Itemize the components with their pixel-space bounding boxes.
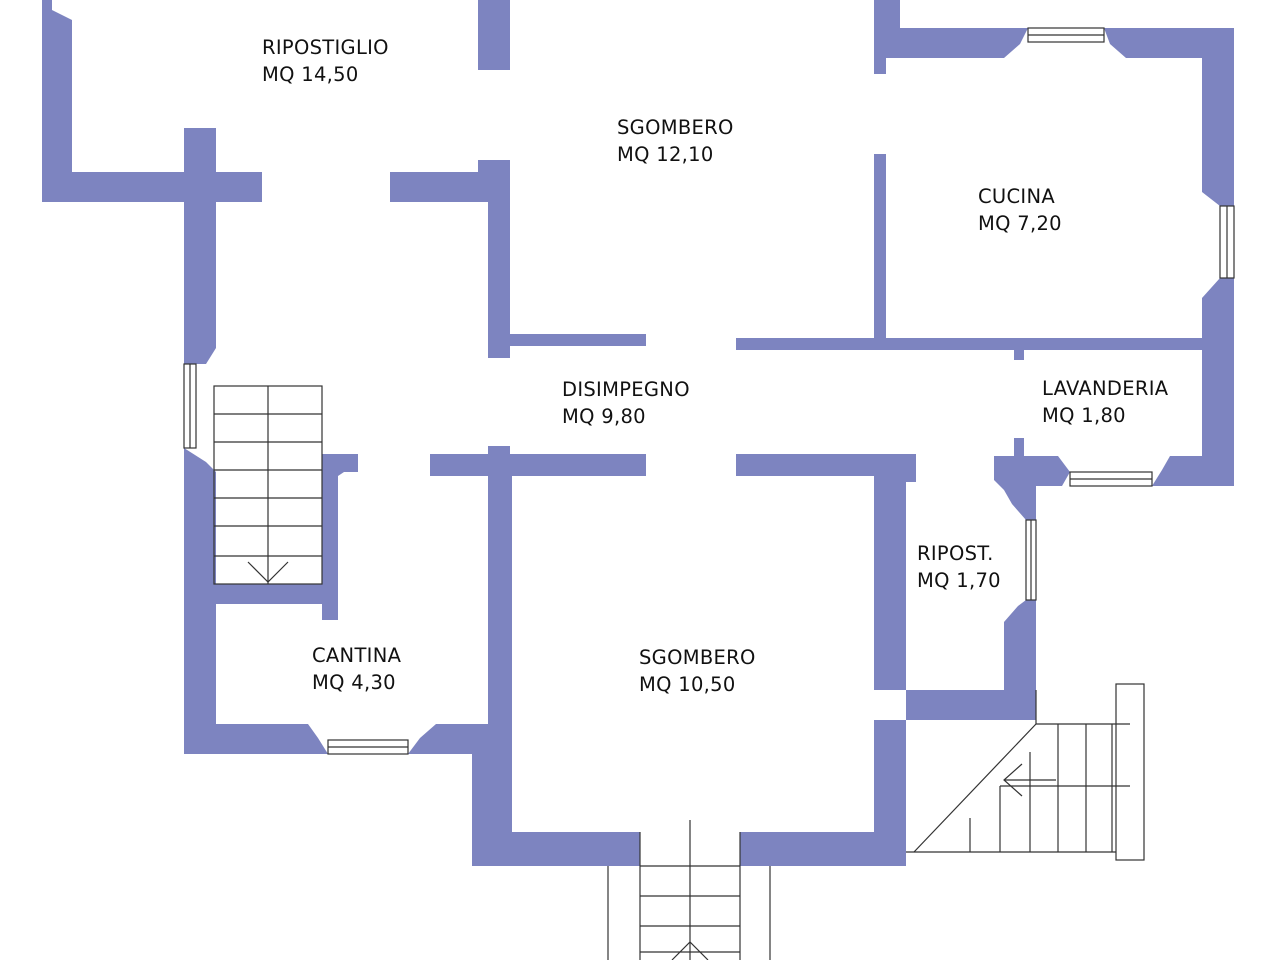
room-area: MQ 9,80 xyxy=(562,405,646,428)
wall xyxy=(1014,346,1024,360)
wall xyxy=(994,438,1070,520)
room-label-lavanderia: LAVANDERIA MQ 1,80 xyxy=(1042,375,1168,429)
room-name: SGOMBERO xyxy=(639,646,756,669)
room-name: RIPOST. xyxy=(917,542,994,565)
room-name: LAVANDERIA xyxy=(1042,377,1169,400)
room-area: MQ 4,30 xyxy=(312,671,396,694)
wall xyxy=(184,448,216,584)
wall xyxy=(906,600,1036,720)
wall xyxy=(874,0,1028,74)
wall xyxy=(736,338,1202,350)
windows xyxy=(183,27,1235,755)
wall xyxy=(184,724,328,754)
stairs-arrow xyxy=(247,561,289,583)
room-name: DISIMPEGNO xyxy=(562,378,690,401)
stairs-right xyxy=(906,683,1145,861)
stairs-arrow xyxy=(671,941,709,960)
wall xyxy=(390,160,646,358)
walls xyxy=(42,0,1234,866)
wall xyxy=(322,454,358,620)
room-label-sgombero-upper: SGOMBERO MQ 12,10 xyxy=(617,114,734,168)
wall xyxy=(216,584,322,604)
room-label-ripost: RIPOST. MQ 1,70 xyxy=(917,540,1001,594)
room-area: MQ 14,50 xyxy=(262,63,359,86)
room-area: MQ 10,50 xyxy=(639,673,736,696)
wall xyxy=(736,454,916,690)
stairs-bottom xyxy=(607,820,771,960)
room-area: MQ 1,80 xyxy=(1042,404,1126,427)
wall xyxy=(184,128,216,178)
room-label-cucina: CUCINA MQ 7,20 xyxy=(978,183,1062,237)
wall xyxy=(430,454,646,476)
room-area: MQ 1,70 xyxy=(917,569,1001,592)
wall xyxy=(740,720,906,866)
room-name: SGOMBERO xyxy=(617,116,734,139)
wall xyxy=(1152,278,1234,486)
stairs-left xyxy=(213,385,323,585)
room-name: CANTINA xyxy=(312,644,402,667)
wall xyxy=(478,0,510,70)
room-label-disimpegno: DISIMPEGNO MQ 9,80 xyxy=(562,376,690,430)
room-label-ripostiglio: RIPOSTIGLIO MQ 14,50 xyxy=(262,34,389,88)
wall xyxy=(42,0,262,364)
room-name: RIPOSTIGLIO xyxy=(262,36,389,59)
room-area: MQ 7,20 xyxy=(978,212,1062,235)
room-label-cantina: CANTINA MQ 4,30 xyxy=(312,642,401,696)
stairs-rail xyxy=(1115,683,1145,861)
room-name: CUCINA xyxy=(978,185,1055,208)
room-label-sgombero-lower: SGOMBERO MQ 10,50 xyxy=(639,644,756,698)
wall xyxy=(1104,28,1234,206)
wall xyxy=(488,446,510,458)
wall xyxy=(408,476,640,866)
room-area: MQ 12,10 xyxy=(617,143,714,166)
stairs-edge xyxy=(913,723,1037,853)
wall xyxy=(874,154,886,342)
